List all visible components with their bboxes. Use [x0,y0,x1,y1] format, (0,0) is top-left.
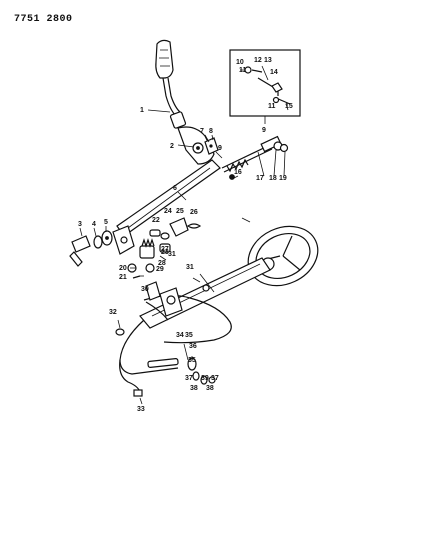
bracket-30 [145,281,161,301]
callout-32: 32 [109,309,117,316]
column-end-parts [69,225,135,267]
callout-29: 29 [156,266,164,273]
callout-37-right: 37 [211,375,219,382]
callout-28: 28 [158,260,166,267]
detail-inset [229,49,301,124]
callout-19: 19 [279,175,287,182]
shift-cable [143,287,232,344]
callout-23: 23 [161,249,169,256]
rod-nut [273,141,289,153]
callout-25: 25 [176,208,184,215]
callout-36: 36 [189,343,197,350]
callout-31-cable: 31 [186,264,194,271]
shift-lever [155,39,187,129]
callout-17: 17 [256,175,264,182]
callout-39: 39 [201,375,209,382]
callout-5: 5 [104,219,108,226]
callout-31-column: 31 [168,251,176,258]
callout-2: 2 [170,143,174,150]
callout-8: 8 [209,128,213,135]
callout-33: 33 [137,406,145,413]
callout-4: 4 [92,221,96,228]
callout-18: 18 [269,175,277,182]
callout-16: 16 [234,169,242,176]
callout-30: 30 [141,286,149,293]
callout-38-left: 38 [190,385,198,392]
callout-10: 10 [236,59,244,66]
callout-7: 7 [200,128,204,135]
callout-21: 21 [119,274,127,281]
selector-parts [127,217,202,279]
lever-bracket [204,134,223,159]
callout-27: 27 [161,246,169,253]
callout-9-column: 9 [218,145,222,152]
callout-11-top: 11 [239,67,247,74]
steering-wheel [247,225,319,287]
callout-35-top: 35 [185,332,193,339]
callout-14: 14 [270,69,278,76]
callout-24: 24 [164,208,172,215]
callout-6: 6 [173,185,177,192]
callout-20: 20 [119,265,127,272]
control-rod [221,135,282,180]
document-code: 7751 2800 [14,14,73,25]
callout-1: 1 [140,107,144,114]
callout-11-bottom: 11 [268,103,276,110]
callout-15: 15 [285,103,293,110]
callout-34: 34 [176,332,184,339]
clip-32 [115,328,125,336]
callout-9-inset: 9 [262,127,266,134]
callout-26: 26 [190,209,198,216]
column-tube [116,126,221,237]
callout-13: 13 [264,57,272,64]
callout-37-left: 37 [185,375,193,382]
callout-12: 12 [254,57,262,64]
callout-22: 22 [152,217,160,224]
lower-cable [119,319,216,397]
callout-35-bottom: 35 [188,357,196,364]
callout-38-right: 38 [206,385,214,392]
callout-3: 3 [78,221,82,228]
